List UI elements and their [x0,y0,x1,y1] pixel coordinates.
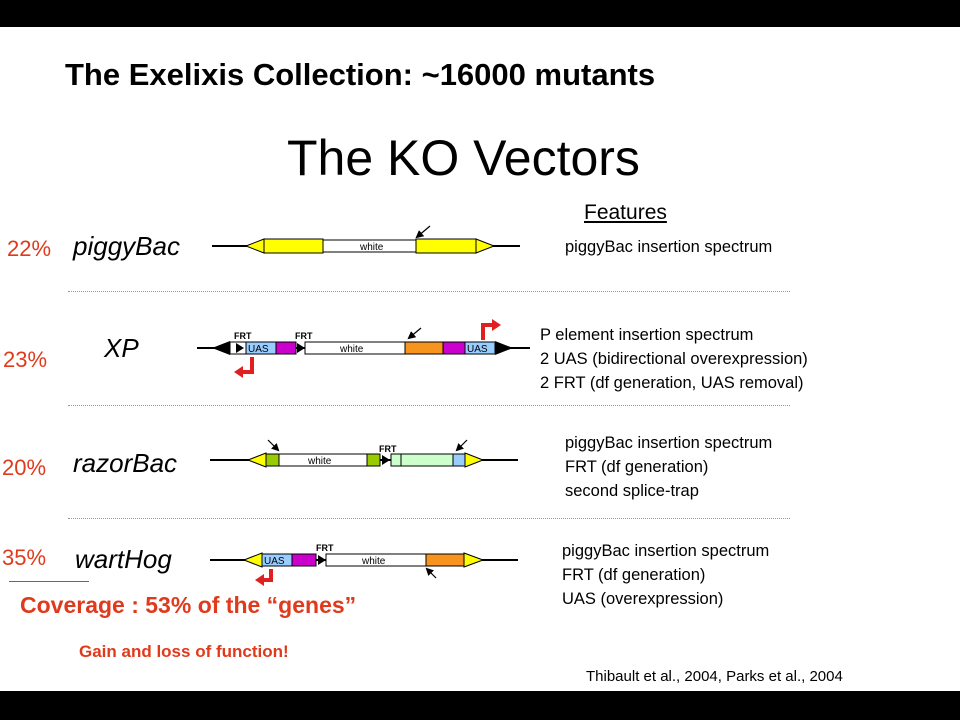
light-green-segment [400,453,454,467]
terminal-repeat-right [464,452,485,468]
target-arrow-icon [455,439,468,452]
vector-name-warthog: wartHog [75,544,172,574]
features-xp: P element insertion spectrum 2 UAS (bidi… [540,323,808,395]
white-label: white [339,344,364,355]
yellow-segment [415,238,477,254]
frt-site-icon [236,343,244,353]
feature-item: FRT (df generation) [562,566,706,584]
uas-label: UAS [248,344,269,355]
row-divider [68,518,790,519]
p-element-end-left [212,341,230,355]
coverage-statement: Coverage : 53% of the “genes” [20,592,357,618]
feature-item: 2 FRT (df generation, UAS removal) [540,374,804,392]
percent-razorbac: 20% [2,455,47,480]
promoter-arrow-icon [481,323,494,340]
frt-label: FRT [295,331,313,341]
promoter-arrow-head [255,574,264,586]
promoter-arrow-head [492,319,501,331]
citation: Thibault et al., 2004, Parks et al., 200… [586,668,843,685]
promoter-arrow-icon [241,357,254,374]
white-label: white [361,556,386,567]
features-piggybac: piggyBac insertion spectrum [565,235,772,259]
light-blue-segment [452,453,466,467]
construct-razorbac: white FRT [210,439,518,468]
accent-underline [9,581,89,582]
target-arrow-icon [415,225,431,239]
vector-constructs-diagram: white UAS white UAS FRT FRT [197,225,530,586]
feature-item: piggyBac insertion spectrum [562,542,770,560]
feature-item: piggyBac insertion spectrum [565,434,773,452]
feature-item: second splice-trap [565,482,699,500]
frt-site-icon [382,455,390,465]
slide-subtitle: The KO Vectors [287,130,640,186]
magenta-segment [291,553,317,567]
target-arrow-icon [407,327,422,340]
orange-segment [404,341,444,355]
promoter-arrow-icon [262,569,273,582]
features-warthog: piggyBac insertion spectrum FRT (df gene… [562,539,769,611]
orange-segment [425,553,465,567]
light-green-segment [390,453,402,467]
p-element-end-right [495,341,513,355]
feature-item: UAS (overexpression) [562,590,724,608]
percent-xp: 23% [3,347,48,372]
vector-name-razorbac: razorBac [73,448,178,478]
gain-loss-statement: Gain and loss of function! [79,642,289,661]
feature-item: FRT (df generation) [565,458,709,476]
frt-label: FRT [379,444,397,454]
terminal-repeat-right [463,552,485,568]
target-arrow-icon [425,567,437,579]
frt-label: FRT [316,543,334,553]
white-label: white [307,456,332,467]
frt-site-icon [318,555,326,565]
magenta-segment [275,341,297,355]
row-divider [68,291,790,292]
percent-warthog: 35% [2,545,47,570]
white-label: white [359,242,384,253]
construct-warthog: UAS white FRT [210,543,518,586]
percent-piggybac: 22% [7,236,52,261]
vector-name-xp: XP [104,333,139,363]
uas-label: UAS [264,556,285,567]
slide-title: The Exelixis Collection: ~16000 mutants [65,57,656,92]
terminal-repeat-left [242,552,263,568]
green-segment [366,453,381,467]
magenta-segment [442,341,466,355]
construct-xp: UAS white UAS FRT FRT [197,319,530,378]
frt-site-icon [297,343,305,353]
features-heading: Features [584,201,667,224]
green-segment [265,453,280,467]
feature-item: 2 UAS (bidirectional overexpression) [540,350,808,368]
target-arrow-icon [267,439,280,452]
uas-label: UAS [467,344,488,355]
terminal-repeat-left [244,238,265,254]
vector-name-piggybac: piggyBac [73,231,180,261]
frt-label: FRT [234,331,252,341]
construct-piggybac: white [212,225,520,254]
slide: The Exelixis Collection: ~16000 mutants … [0,27,960,691]
features-razorbac: piggyBac insertion spectrum FRT (df gene… [565,431,772,503]
promoter-arrow-head [234,366,243,378]
feature-item: P element insertion spectrum [540,326,754,344]
row-divider [68,405,790,406]
feature-item: piggyBac insertion spectrum [565,238,773,256]
terminal-repeat-right [475,238,496,254]
terminal-repeat-left [246,452,267,468]
yellow-segment [263,238,324,254]
